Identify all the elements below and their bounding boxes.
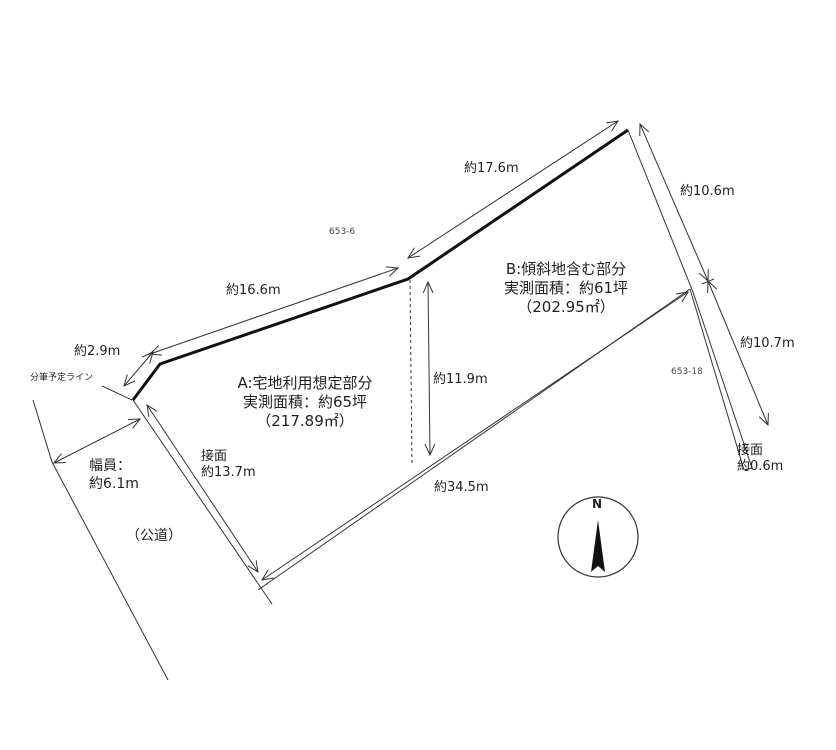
dim-label-16-6: 約16.6m xyxy=(226,283,281,298)
frontage-main-label: 接面 約13.7m xyxy=(201,449,256,480)
dim-label-34-5: 約34.5m xyxy=(434,480,489,495)
east-strip-line xyxy=(689,288,745,471)
frontage-east-value: 約0.6m xyxy=(737,458,784,474)
area-a-tsubo: 実測面積：約65坪 xyxy=(242,392,368,411)
area-b-sqm: （202.95㎡） xyxy=(517,297,615,316)
compass-icon xyxy=(557,496,639,578)
road-width-label: 幅員： 約6.1m xyxy=(89,457,139,493)
compass-north-label: N xyxy=(592,497,603,511)
area-a-title: A:宅地利用想定部分 xyxy=(237,374,373,392)
dim-label-10-7: 約10.7m xyxy=(740,336,795,351)
dim-arrow-2-9 xyxy=(124,352,153,386)
frontage-main-title: 接面 xyxy=(201,449,228,464)
area-b-title: B:傾斜地含む部分 xyxy=(505,260,627,278)
road-width-title: 幅員： xyxy=(89,458,131,474)
dim-label-10-6: 約10.6m xyxy=(680,184,735,199)
dim-arrow-10-6 xyxy=(640,124,708,281)
dim-arrow-17-6 xyxy=(408,121,618,258)
frontage-main-value: 約13.7m xyxy=(201,464,256,480)
split-line-label: 分筆予定ライン xyxy=(30,373,94,383)
frontage-east-label: 接面 約0.6m xyxy=(737,443,783,474)
road-left-edge xyxy=(32,399,169,681)
area-b-label: B:傾斜地含む部分 実測面積：約61坪 （202.95㎡） xyxy=(466,260,666,316)
parcel-label-east: 653-18 xyxy=(671,367,703,377)
split-line-dashed xyxy=(409,279,413,466)
area-a-label: A:宅地利用想定部分 実測面積：約65坪 （217.89㎡） xyxy=(200,374,410,430)
dim-label-11-9: 約11.9m xyxy=(433,372,488,387)
dim-arrow-16-6 xyxy=(150,268,398,354)
dim-label-17-6: 約17.6m xyxy=(464,161,519,176)
dim-arrow-13-7 xyxy=(147,405,258,572)
road-width-value: 約6.1m xyxy=(89,476,139,493)
dim-label-2-9: 約2.9m xyxy=(74,344,121,359)
road-type-label: （公道） xyxy=(126,528,182,544)
dim-arrow-11-9 xyxy=(428,282,430,455)
frontage-east-title: 接面 xyxy=(737,443,764,458)
lot-north-boundary xyxy=(131,128,629,401)
split-label-leader xyxy=(101,385,133,401)
road-lot-frontage-line xyxy=(132,399,273,605)
area-b-tsubo: 実測面積：約61坪 xyxy=(503,278,629,297)
parcel-label-north: 653-6 xyxy=(329,227,356,237)
dim-arrow-road-width xyxy=(54,419,140,463)
area-a-sqm: （217.89㎡） xyxy=(256,411,354,430)
dim-arrow-34-5 xyxy=(262,292,688,580)
dim-arrow-10-7 xyxy=(708,281,768,425)
